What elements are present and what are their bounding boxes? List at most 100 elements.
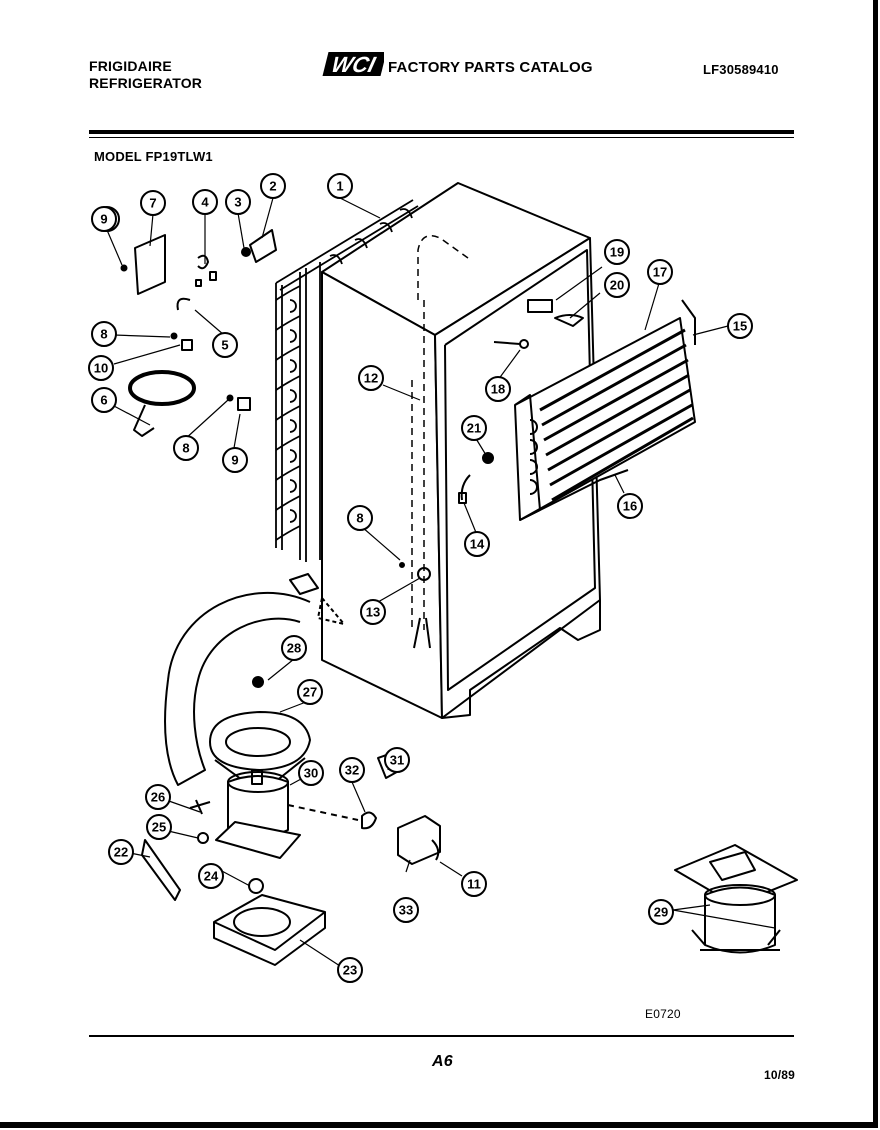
callout-bubble-8 bbox=[347, 505, 373, 531]
callout-bubble-5 bbox=[212, 332, 238, 358]
callout-label-9: 9 bbox=[231, 453, 238, 468]
callout-label-8: 8 bbox=[100, 327, 107, 342]
callout-bubble-31 bbox=[384, 747, 410, 773]
callout-label-8: 8 bbox=[356, 511, 363, 526]
callout-bubble-27 bbox=[297, 679, 323, 705]
callout-bubble-6 bbox=[91, 387, 117, 413]
callout-label-22: 22 bbox=[114, 845, 128, 860]
callout-label-28: 28 bbox=[287, 641, 301, 656]
header-rule bbox=[89, 130, 794, 134]
callout-bubble-14 bbox=[464, 531, 490, 557]
callout-label-8: 8 bbox=[182, 441, 189, 456]
callout-bubble-30 bbox=[298, 760, 324, 786]
page-number: A6 bbox=[432, 1053, 453, 1070]
callout-label-18: 18 bbox=[491, 382, 505, 397]
callout-bubble-10 bbox=[88, 355, 114, 381]
cabinet-fittings bbox=[399, 299, 584, 649]
callout-bubble-21 bbox=[461, 415, 487, 441]
footer-rule bbox=[89, 1035, 794, 1037]
callout-bubble-1 bbox=[327, 173, 353, 199]
callout-bubble-20 bbox=[604, 272, 630, 298]
callout-label-25: 25 bbox=[152, 820, 166, 835]
callout-bubble-23 bbox=[337, 957, 363, 983]
wci-logo: WCI bbox=[322, 52, 384, 77]
compressor-assembly bbox=[141, 676, 359, 966]
callout-bubble-22 bbox=[108, 839, 134, 865]
callout-label-5: 5 bbox=[221, 338, 228, 353]
callout-label-21: 21 bbox=[467, 421, 481, 436]
callout-label-3: 3 bbox=[234, 195, 241, 210]
callout-label-13: 13 bbox=[366, 605, 380, 620]
callout-label-7: 7 bbox=[149, 196, 156, 211]
brand-block: FRIGIDAIRE REFRIGERATOR bbox=[89, 58, 202, 92]
revision-date: 10/89 bbox=[764, 1068, 796, 1082]
callout-label-14: 14 bbox=[470, 537, 485, 552]
figure-code: E0720 bbox=[645, 1007, 681, 1021]
callout-bubble-32 bbox=[339, 757, 365, 783]
callout-bubble-16 bbox=[617, 493, 643, 519]
callout-bubble-26 bbox=[145, 784, 171, 810]
callout-label-4: 4 bbox=[201, 195, 209, 210]
callout-bubble-9 bbox=[91, 206, 117, 232]
callout-label-19: 19 bbox=[610, 245, 624, 260]
evaporator bbox=[514, 299, 696, 521]
callout-label-29: 29 bbox=[654, 905, 668, 920]
header-rule-thin bbox=[89, 137, 794, 138]
catalog-title: FACTORY PARTS CATALOG bbox=[388, 59, 593, 76]
callout-label-20: 20 bbox=[610, 278, 624, 293]
callout-label-12: 12 bbox=[364, 371, 378, 386]
callout-label-27: 27 bbox=[303, 685, 317, 700]
svg-text:WCI: WCI bbox=[329, 52, 379, 77]
callout-bubble-11 bbox=[461, 871, 487, 897]
callout-label-6: 6 bbox=[100, 393, 107, 408]
callout-label-23: 23 bbox=[343, 963, 357, 978]
callout-bubble-2 bbox=[260, 173, 286, 199]
callout-label-10: 10 bbox=[94, 361, 108, 376]
drain-fitting bbox=[289, 573, 319, 595]
small-parts bbox=[120, 229, 277, 437]
callout-label-24: 24 bbox=[204, 869, 219, 884]
callout-bubble-7 bbox=[140, 190, 166, 216]
callout-label-15: 15 bbox=[733, 319, 747, 334]
callout-bubble-3 bbox=[225, 189, 251, 215]
tubing bbox=[411, 235, 469, 630]
callout-bubble-25 bbox=[146, 814, 172, 840]
callout-bubble-17 bbox=[647, 259, 673, 285]
callout-label-31: 31 bbox=[390, 753, 404, 768]
inset-compressor bbox=[674, 844, 798, 954]
callout-bubble-24 bbox=[198, 863, 224, 889]
catalog-number: LF30589410 bbox=[703, 62, 779, 77]
drain-hose bbox=[164, 592, 311, 786]
callout-bubble-15 bbox=[727, 313, 753, 339]
hose-arrow bbox=[317, 597, 345, 625]
model-number: MODEL FP19TLW1 bbox=[94, 149, 213, 164]
cabinet bbox=[321, 182, 601, 719]
callout-bubble-9 bbox=[222, 447, 248, 473]
callout-bubble-13 bbox=[360, 599, 386, 625]
brand-name: FRIGIDAIRE bbox=[89, 58, 172, 74]
callouts: 1234785891011121314151617181920212223242… bbox=[88, 173, 753, 983]
callout-label-33: 33 bbox=[399, 903, 413, 918]
callout-label-32: 32 bbox=[345, 763, 359, 778]
callout-bubble-18 bbox=[485, 376, 511, 402]
callout-bubble-33 bbox=[393, 897, 419, 923]
callout-bubble-29 bbox=[648, 899, 674, 925]
condenser-coil bbox=[275, 199, 419, 562]
callout-label-30: 30 bbox=[304, 766, 318, 781]
callout-bubble-8 bbox=[91, 321, 117, 347]
callout-label-11: 11 bbox=[467, 877, 481, 892]
callout-bubble-12 bbox=[358, 365, 384, 391]
callout-label-26: 26 bbox=[151, 790, 165, 805]
callout-bubble-19 bbox=[604, 239, 630, 265]
callout-label-17: 17 bbox=[653, 265, 667, 280]
callout-bubble-8 bbox=[173, 435, 199, 461]
callout-label-2: 2 bbox=[269, 179, 276, 194]
callout-label-1: 1 bbox=[336, 179, 343, 194]
callout-label-9: 9 bbox=[100, 212, 107, 227]
product-type: REFRIGERATOR bbox=[89, 75, 203, 91]
callout-bubble-4 bbox=[192, 189, 218, 215]
callout-bubble-28 bbox=[281, 635, 307, 661]
callout-label-16: 16 bbox=[623, 499, 637, 514]
